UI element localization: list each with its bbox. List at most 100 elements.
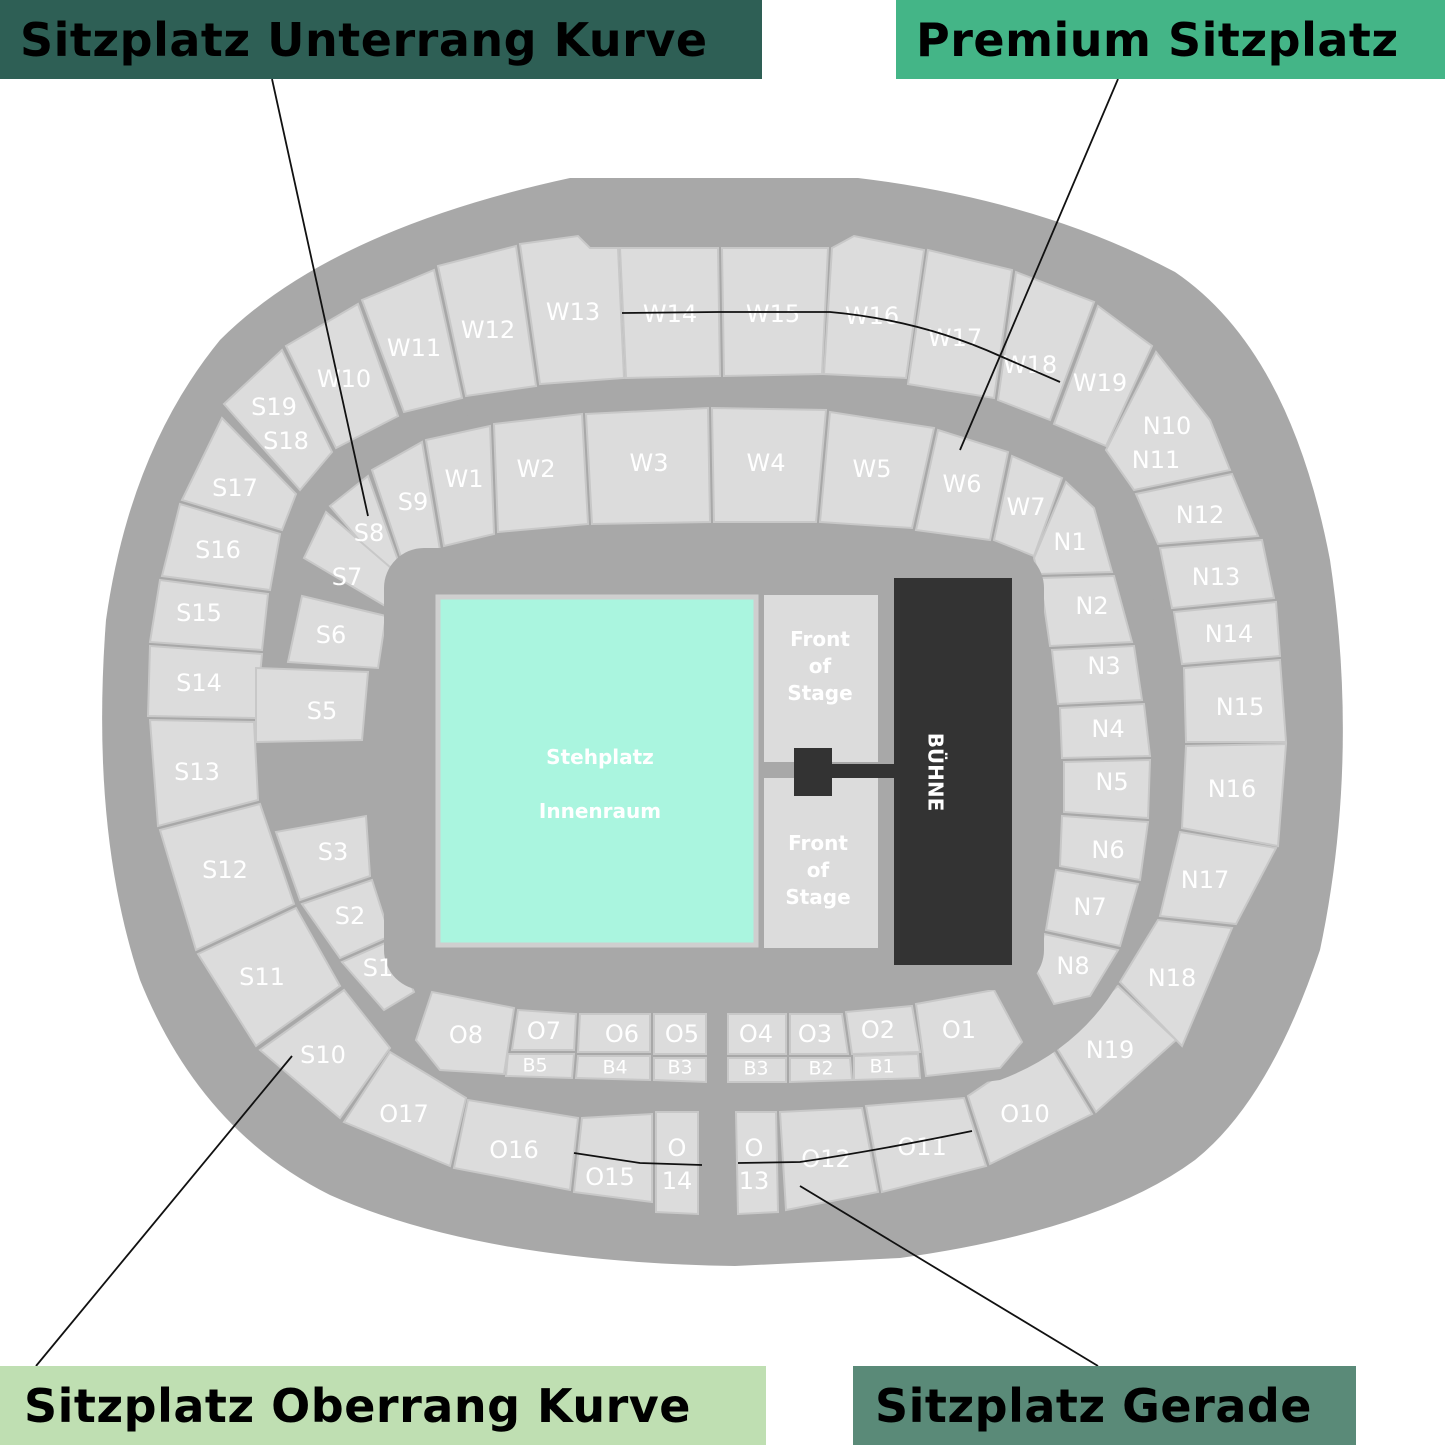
- section-n13[interactable]: [1158, 538, 1276, 610]
- label-o13-bottom: 13: [739, 1167, 770, 1195]
- label-b4: B4: [602, 1057, 627, 1079]
- section-o7[interactable]: [510, 1008, 578, 1051]
- front-of-stage-upper[interactable]: [764, 595, 878, 762]
- section-w6[interactable]: [914, 428, 1010, 542]
- section-n12[interactable]: [1134, 472, 1260, 546]
- section-w19[interactable]: [1052, 304, 1154, 448]
- label-w2: W2: [517, 455, 556, 483]
- section-b3-left[interactable]: [653, 1057, 707, 1084]
- section-w1[interactable]: [424, 424, 496, 548]
- label-s15: S15: [176, 599, 222, 627]
- section-s13[interactable]: [148, 718, 260, 828]
- label-b5: B5: [522, 1055, 547, 1077]
- section-w3[interactable]: [584, 406, 712, 526]
- section-s15[interactable]: [148, 578, 270, 652]
- legend-unterrang-kurve: Sitzplatz Unterrang Kurve: [0, 0, 762, 79]
- section-s5[interactable]: [255, 666, 370, 744]
- stage-label: BÜHNE: [924, 733, 948, 812]
- section-s17[interactable]: [180, 416, 298, 532]
- section-b5[interactable]: [504, 1053, 576, 1080]
- label-w11: W11: [387, 334, 441, 362]
- section-w13[interactable]: [518, 234, 626, 386]
- section-n15[interactable]: [1182, 658, 1288, 743]
- section-b1[interactable]: [853, 1052, 922, 1082]
- label-s5: S5: [307, 697, 338, 725]
- section-n17[interactable]: [1158, 830, 1278, 926]
- label-o7: O7: [527, 1017, 561, 1045]
- section-w12[interactable]: [436, 244, 538, 398]
- section-w2[interactable]: [492, 412, 590, 534]
- premium-line-west: [621, 311, 1061, 383]
- section-o11[interactable]: [864, 1096, 988, 1194]
- section-s16[interactable]: [160, 502, 282, 592]
- section-s3[interactable]: [274, 814, 372, 902]
- label-w4: W4: [747, 449, 786, 477]
- section-o2[interactable]: [844, 1004, 922, 1056]
- section-n3[interactable]: [1050, 644, 1144, 706]
- label-n18: N18: [1148, 964, 1197, 992]
- label-o15: O15: [585, 1163, 634, 1191]
- label-w15: W15: [746, 300, 800, 328]
- pointer-premium: [959, 78, 1119, 451]
- section-n18[interactable]: [1118, 918, 1234, 1048]
- stehplatz-innenraum[interactable]: [435, 594, 759, 948]
- section-w11[interactable]: [360, 268, 464, 414]
- section-s10[interactable]: [258, 988, 392, 1120]
- section-n7[interactable]: [1044, 868, 1140, 948]
- section-o4[interactable]: [727, 1013, 787, 1055]
- section-n16[interactable]: [1180, 742, 1288, 848]
- label-w7: W7: [1007, 493, 1046, 521]
- section-o14[interactable]: [655, 1111, 699, 1216]
- section-s14[interactable]: [146, 644, 264, 720]
- label-o13-top: O: [745, 1134, 764, 1162]
- label-n8: N8: [1056, 952, 1089, 980]
- label-n17: N17: [1181, 866, 1230, 894]
- section-n5[interactable]: [1063, 758, 1152, 820]
- section-o17[interactable]: [342, 1050, 468, 1168]
- label-b1: B1: [869, 1056, 894, 1078]
- pointer-gerade: [799, 1185, 1099, 1367]
- label-o12: O12: [801, 1145, 850, 1173]
- front-of-stage-lower[interactable]: [764, 778, 878, 948]
- label-w19: W19: [1073, 369, 1127, 397]
- section-b4[interactable]: [574, 1055, 651, 1082]
- section-w5[interactable]: [818, 410, 936, 530]
- label-o8: O8: [449, 1021, 483, 1049]
- section-b3-right[interactable]: [727, 1057, 787, 1083]
- section-w16[interactable]: [822, 234, 926, 380]
- section-o1[interactable]: [914, 988, 1024, 1078]
- section-o12[interactable]: [778, 1106, 880, 1212]
- section-n4[interactable]: [1058, 702, 1152, 760]
- label-n13: N13: [1192, 563, 1241, 591]
- section-o16[interactable]: [452, 1098, 580, 1192]
- label-w12: W12: [461, 316, 515, 344]
- section-o5[interactable]: [653, 1013, 707, 1055]
- section-w10[interactable]: [284, 302, 400, 450]
- label-o6: O6: [605, 1020, 639, 1048]
- label-n2: N2: [1075, 592, 1108, 620]
- section-o3[interactable]: [789, 1013, 850, 1055]
- section-n10[interactable]: [1104, 350, 1232, 492]
- label-n15: N15: [1216, 693, 1265, 721]
- section-o8[interactable]: [414, 990, 516, 1076]
- label-w1: W1: [445, 465, 484, 493]
- section-n14[interactable]: [1172, 600, 1282, 666]
- section-b2[interactable]: [789, 1057, 854, 1084]
- label-w10: W10: [317, 365, 371, 393]
- section-w4[interactable]: [710, 406, 828, 523]
- section-w17[interactable]: [906, 248, 1014, 400]
- label-w13: W13: [546, 298, 600, 326]
- section-n6[interactable]: [1058, 814, 1150, 882]
- section-labels: W10 W11 W12 W13 W14 W15 W16 W17 W18 W19 …: [174, 298, 1264, 1195]
- label-n5: N5: [1095, 768, 1128, 796]
- section-s19[interactable]: [222, 348, 334, 492]
- label-n10: N10: [1143, 412, 1192, 440]
- label-o4: O4: [739, 1020, 773, 1048]
- section-n1[interactable]: [1032, 480, 1114, 576]
- section-s12[interactable]: [158, 802, 296, 952]
- label-o1: O1: [942, 1016, 976, 1044]
- section-o6[interactable]: [576, 1013, 651, 1053]
- section-n2[interactable]: [1038, 574, 1134, 648]
- section-s11[interactable]: [196, 906, 342, 1048]
- label-b3-right: B3: [743, 1058, 768, 1080]
